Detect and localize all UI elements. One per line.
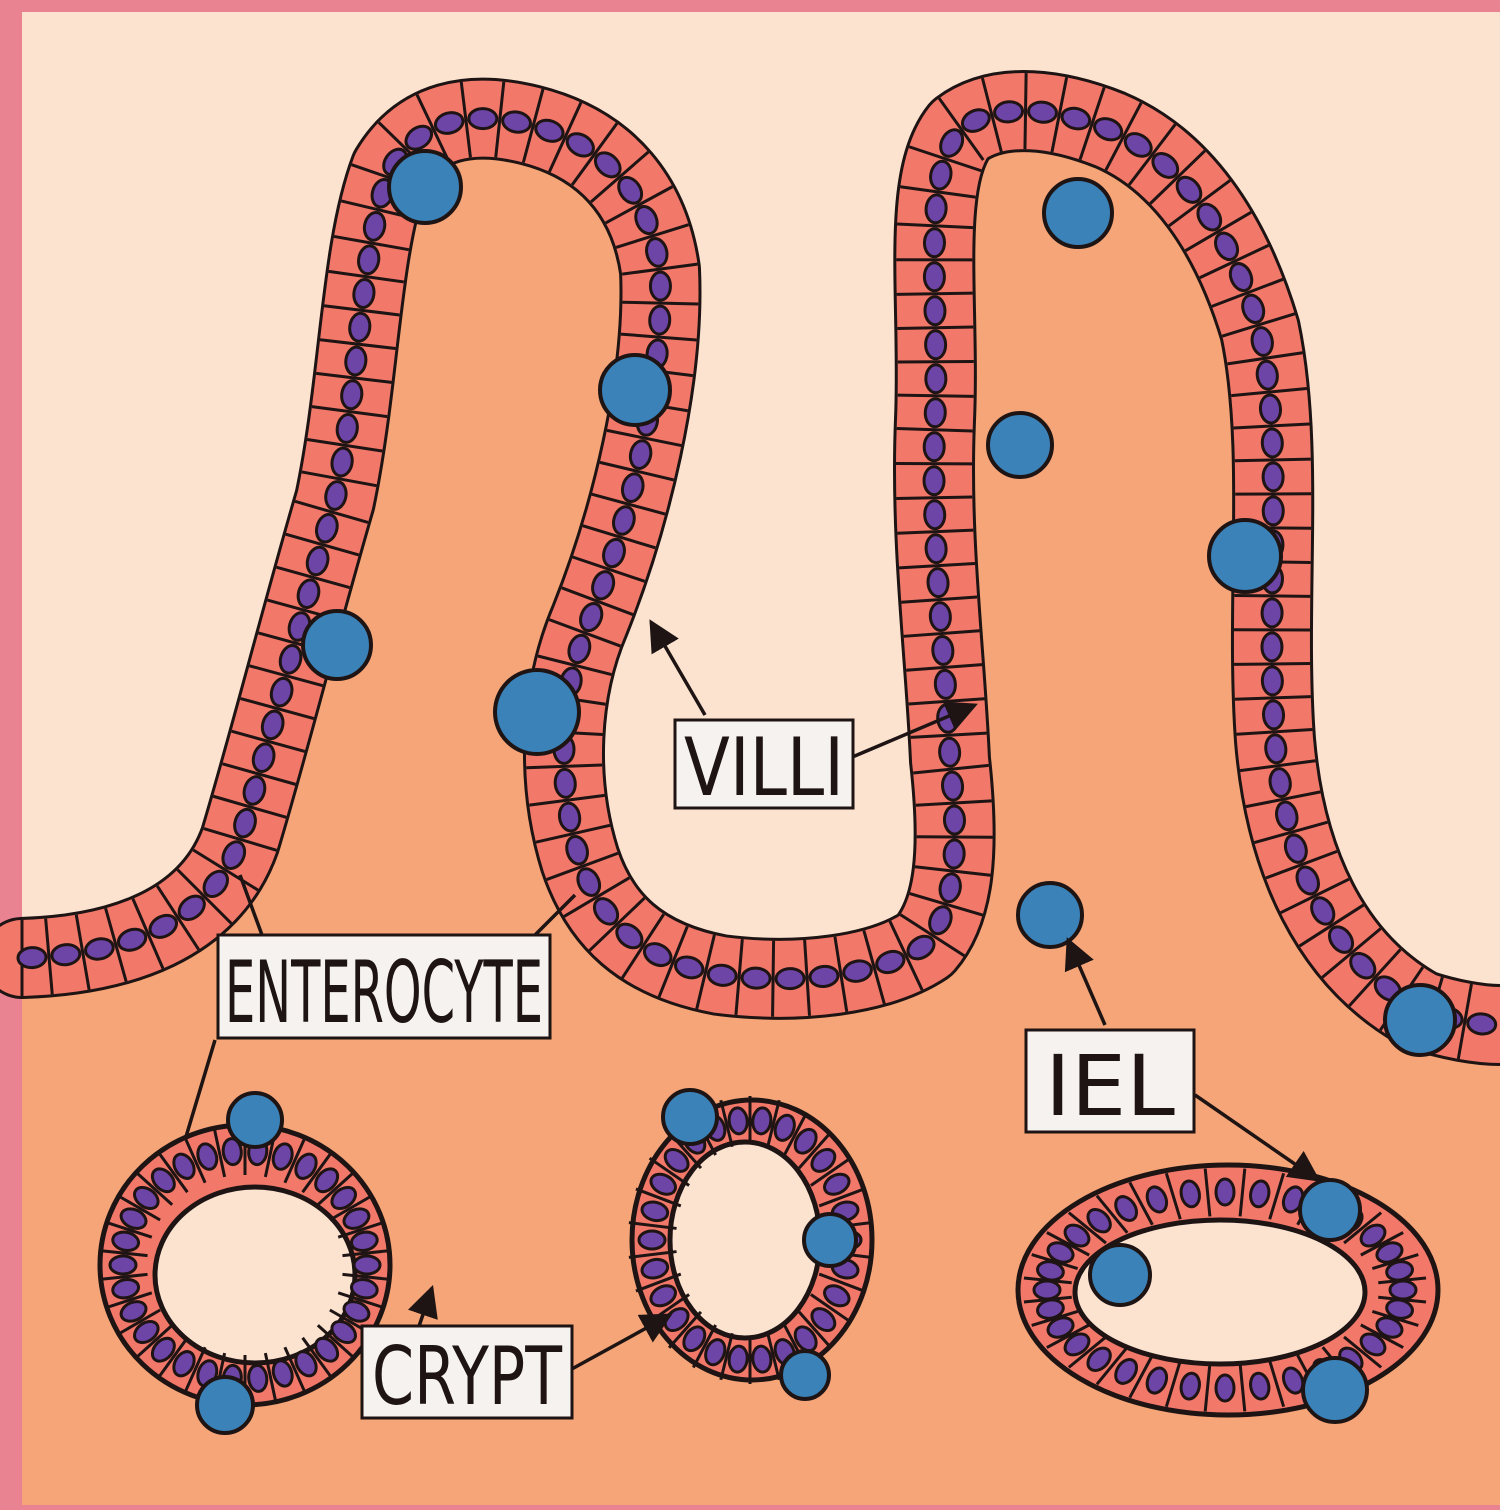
cell-divider: [1234, 663, 1310, 664]
enterocyte-nucleus: [18, 947, 47, 968]
enterocyte-nucleus: [1262, 667, 1283, 695]
enterocyte-nucleus: [247, 1365, 268, 1393]
enterocyte-nucleus: [1264, 734, 1287, 764]
enterocyte-nucleus: [941, 771, 963, 801]
iel-cell: [1303, 1358, 1367, 1422]
cell-divider: [1025, 73, 1026, 149]
crypt-label: CRYPT: [362, 1326, 572, 1423]
crypt-label-text: CRYPT: [372, 1330, 563, 1423]
enterocyte-nucleus: [1262, 599, 1282, 627]
cell-divider: [1234, 596, 1310, 597]
iel-cell: [781, 1351, 829, 1399]
enterocyte-nucleus: [649, 306, 670, 335]
iel-label: IEL: [1026, 1030, 1194, 1135]
iel-cell: [1044, 179, 1112, 247]
cell-divider: [896, 497, 972, 498]
enterocyte-nucleus: [932, 636, 954, 665]
enterocyte-nucleus: [354, 1256, 380, 1274]
iel-cell: [228, 1093, 282, 1147]
enterocyte-nucleus: [1390, 1281, 1416, 1299]
iel-cell: [1300, 1180, 1360, 1240]
villi-label: VILLI: [675, 720, 853, 814]
enterocyte-nucleus: [925, 331, 945, 359]
cell-divider: [898, 395, 974, 396]
enterocyte-nucleus: [554, 769, 576, 799]
cell-divider: [897, 327, 973, 329]
enterocyte-label-text: ENTEROCYTE: [225, 943, 543, 1043]
iel-cell: [197, 1377, 253, 1433]
crypt-right: [1018, 1165, 1438, 1415]
cell-divider: [897, 293, 973, 294]
enterocyte-nucleus: [925, 297, 946, 325]
enterocyte-nucleus: [924, 500, 945, 529]
enterocyte-nucleus: [776, 968, 804, 989]
enterocyte-nucleus: [924, 229, 945, 257]
enterocyte-nucleus: [929, 602, 951, 631]
enterocyte-label: ENTEROCYTE: [218, 935, 550, 1043]
enterocyte-nucleus: [924, 433, 945, 461]
cell-divider: [773, 941, 774, 1017]
enterocyte-nucleus: [925, 398, 946, 427]
enterocyte-nucleus: [925, 534, 946, 563]
enterocyte-nucleus: [994, 100, 1024, 123]
villi-label-text: VILLI: [684, 721, 844, 814]
enterocyte-nucleus: [1263, 700, 1284, 729]
enterocyte-nucleus: [1034, 1281, 1060, 1299]
enterocyte-nucleus: [934, 670, 956, 699]
enterocyte-nucleus: [924, 263, 944, 291]
iel-cell: [303, 611, 371, 679]
enterocyte-nucleus: [944, 806, 965, 835]
iel-cell: [804, 1214, 856, 1266]
enterocyte-nucleus: [1262, 633, 1282, 661]
enterocyte-nucleus: [1259, 394, 1281, 423]
enterocyte-nucleus: [650, 272, 670, 300]
iel-cell: [1385, 985, 1455, 1055]
iel-cell: [1090, 1245, 1150, 1305]
enterocyte-nucleus: [110, 1256, 136, 1274]
enterocyte-nucleus: [925, 194, 947, 224]
cell-divider: [622, 302, 698, 304]
crypt-left: [100, 1125, 390, 1405]
cell-divider: [898, 361, 974, 362]
enterocyte-nucleus: [639, 1231, 665, 1249]
iel-cell: [495, 670, 579, 754]
enterocyte-nucleus: [924, 467, 944, 495]
iel-cell: [1018, 883, 1082, 947]
iel-cell: [600, 355, 670, 425]
enterocyte-nucleus: [1216, 1179, 1234, 1205]
enterocyte-nucleus: [939, 738, 960, 767]
enterocyte-nucleus: [1262, 429, 1283, 458]
enterocyte-nucleus: [742, 967, 771, 988]
cell-divider: [1235, 459, 1311, 461]
cell-divider: [917, 837, 993, 838]
iel-label-text: IEL: [1045, 1037, 1175, 1135]
enterocyte-nucleus: [1263, 497, 1283, 525]
iel-cell: [389, 151, 461, 223]
enterocyte-nucleus: [943, 840, 964, 869]
enterocyte-nucleus: [1263, 463, 1283, 491]
enterocyte-nucleus: [1216, 1375, 1234, 1401]
enterocyte-nucleus: [469, 109, 497, 129]
iel-cell: [988, 413, 1052, 477]
enterocyte-nucleus: [927, 568, 949, 597]
iel-cell: [1209, 520, 1281, 592]
iel-cell: [663, 1090, 717, 1144]
enterocyte-nucleus: [926, 365, 946, 393]
